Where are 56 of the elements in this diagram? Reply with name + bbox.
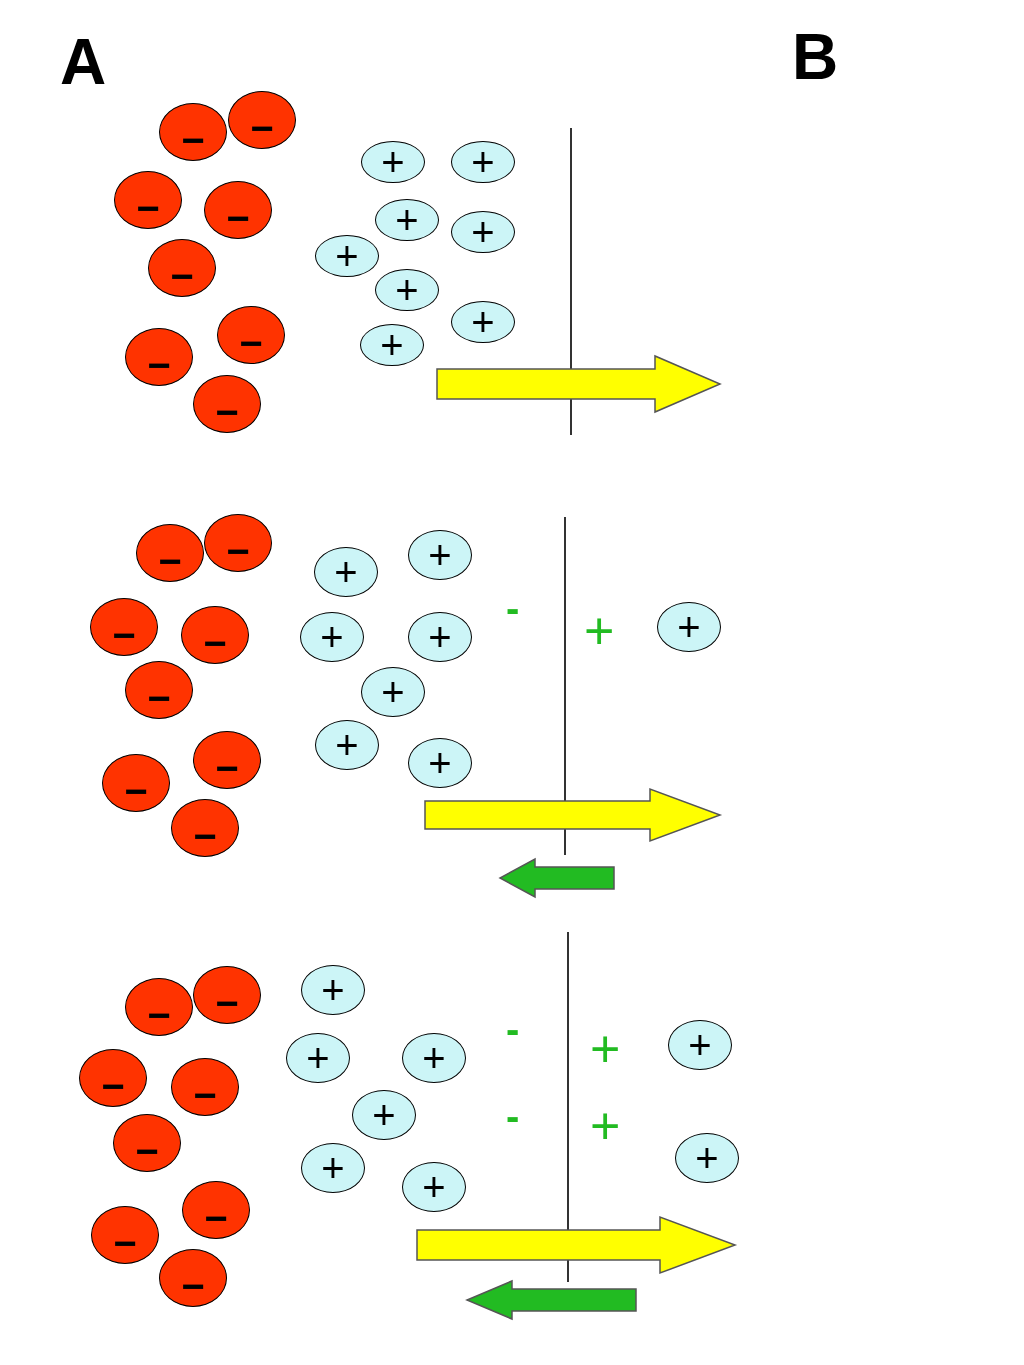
negative-ion: − [193,731,261,789]
positive-ion: + [315,720,379,770]
negative-ion: − [91,1206,159,1264]
negative-ion: − [171,799,239,857]
positive-ion: + [675,1133,739,1183]
panel-letter: B [792,25,839,89]
negative-ion: − [171,1058,239,1116]
positive-ion: + [315,235,379,277]
negative-ion: − [125,328,193,386]
positive-ion: + [300,612,364,662]
panel-letter: A [60,30,107,94]
negative-ion: − [204,514,272,572]
positive-ion: + [301,1143,365,1193]
charge-sign: + [590,1100,621,1152]
positive-ion: + [657,602,721,652]
negative-ion: − [148,239,216,297]
positive-ion: + [361,667,425,717]
charge-sign: + [590,1023,621,1075]
negative-ion: − [182,1181,250,1239]
negative-ion: − [193,375,261,433]
positive-ion: + [360,324,424,366]
positive-ion: + [402,1033,466,1083]
negative-ion: − [159,103,227,161]
positive-ion: + [301,965,365,1015]
positive-ion: + [451,211,515,253]
positive-ion: + [408,738,472,788]
negative-ion: − [204,181,272,239]
negative-ion: − [90,598,158,656]
positive-ion: + [375,199,439,241]
positive-ion: + [668,1020,732,1070]
negative-ion: − [193,966,261,1024]
negative-ion: − [125,978,193,1036]
negative-ion: − [125,661,193,719]
negative-ion: − [114,171,182,229]
positive-ion: + [408,612,472,662]
negative-ion: − [136,524,204,582]
positive-ion: + [352,1090,416,1140]
positive-ion: + [402,1162,466,1212]
negative-ion: − [217,306,285,364]
negative-ion: − [113,1114,181,1172]
negative-ion: − [228,91,296,149]
charge-sign: - [506,1009,520,1049]
charge-sign: - [506,588,520,628]
positive-ion: + [286,1033,350,1083]
charge-sign: + [584,605,615,657]
negative-ion: − [159,1249,227,1307]
positive-ion: + [361,141,425,183]
negative-ion: − [181,606,249,664]
negative-ion: − [79,1049,147,1107]
charge-sign: - [506,1096,520,1136]
positive-ion: + [451,301,515,343]
positive-ion: + [408,530,472,580]
positive-ion: + [375,269,439,311]
positive-ion: + [314,547,378,597]
positive-ion: + [451,141,515,183]
negative-ion: − [102,754,170,812]
